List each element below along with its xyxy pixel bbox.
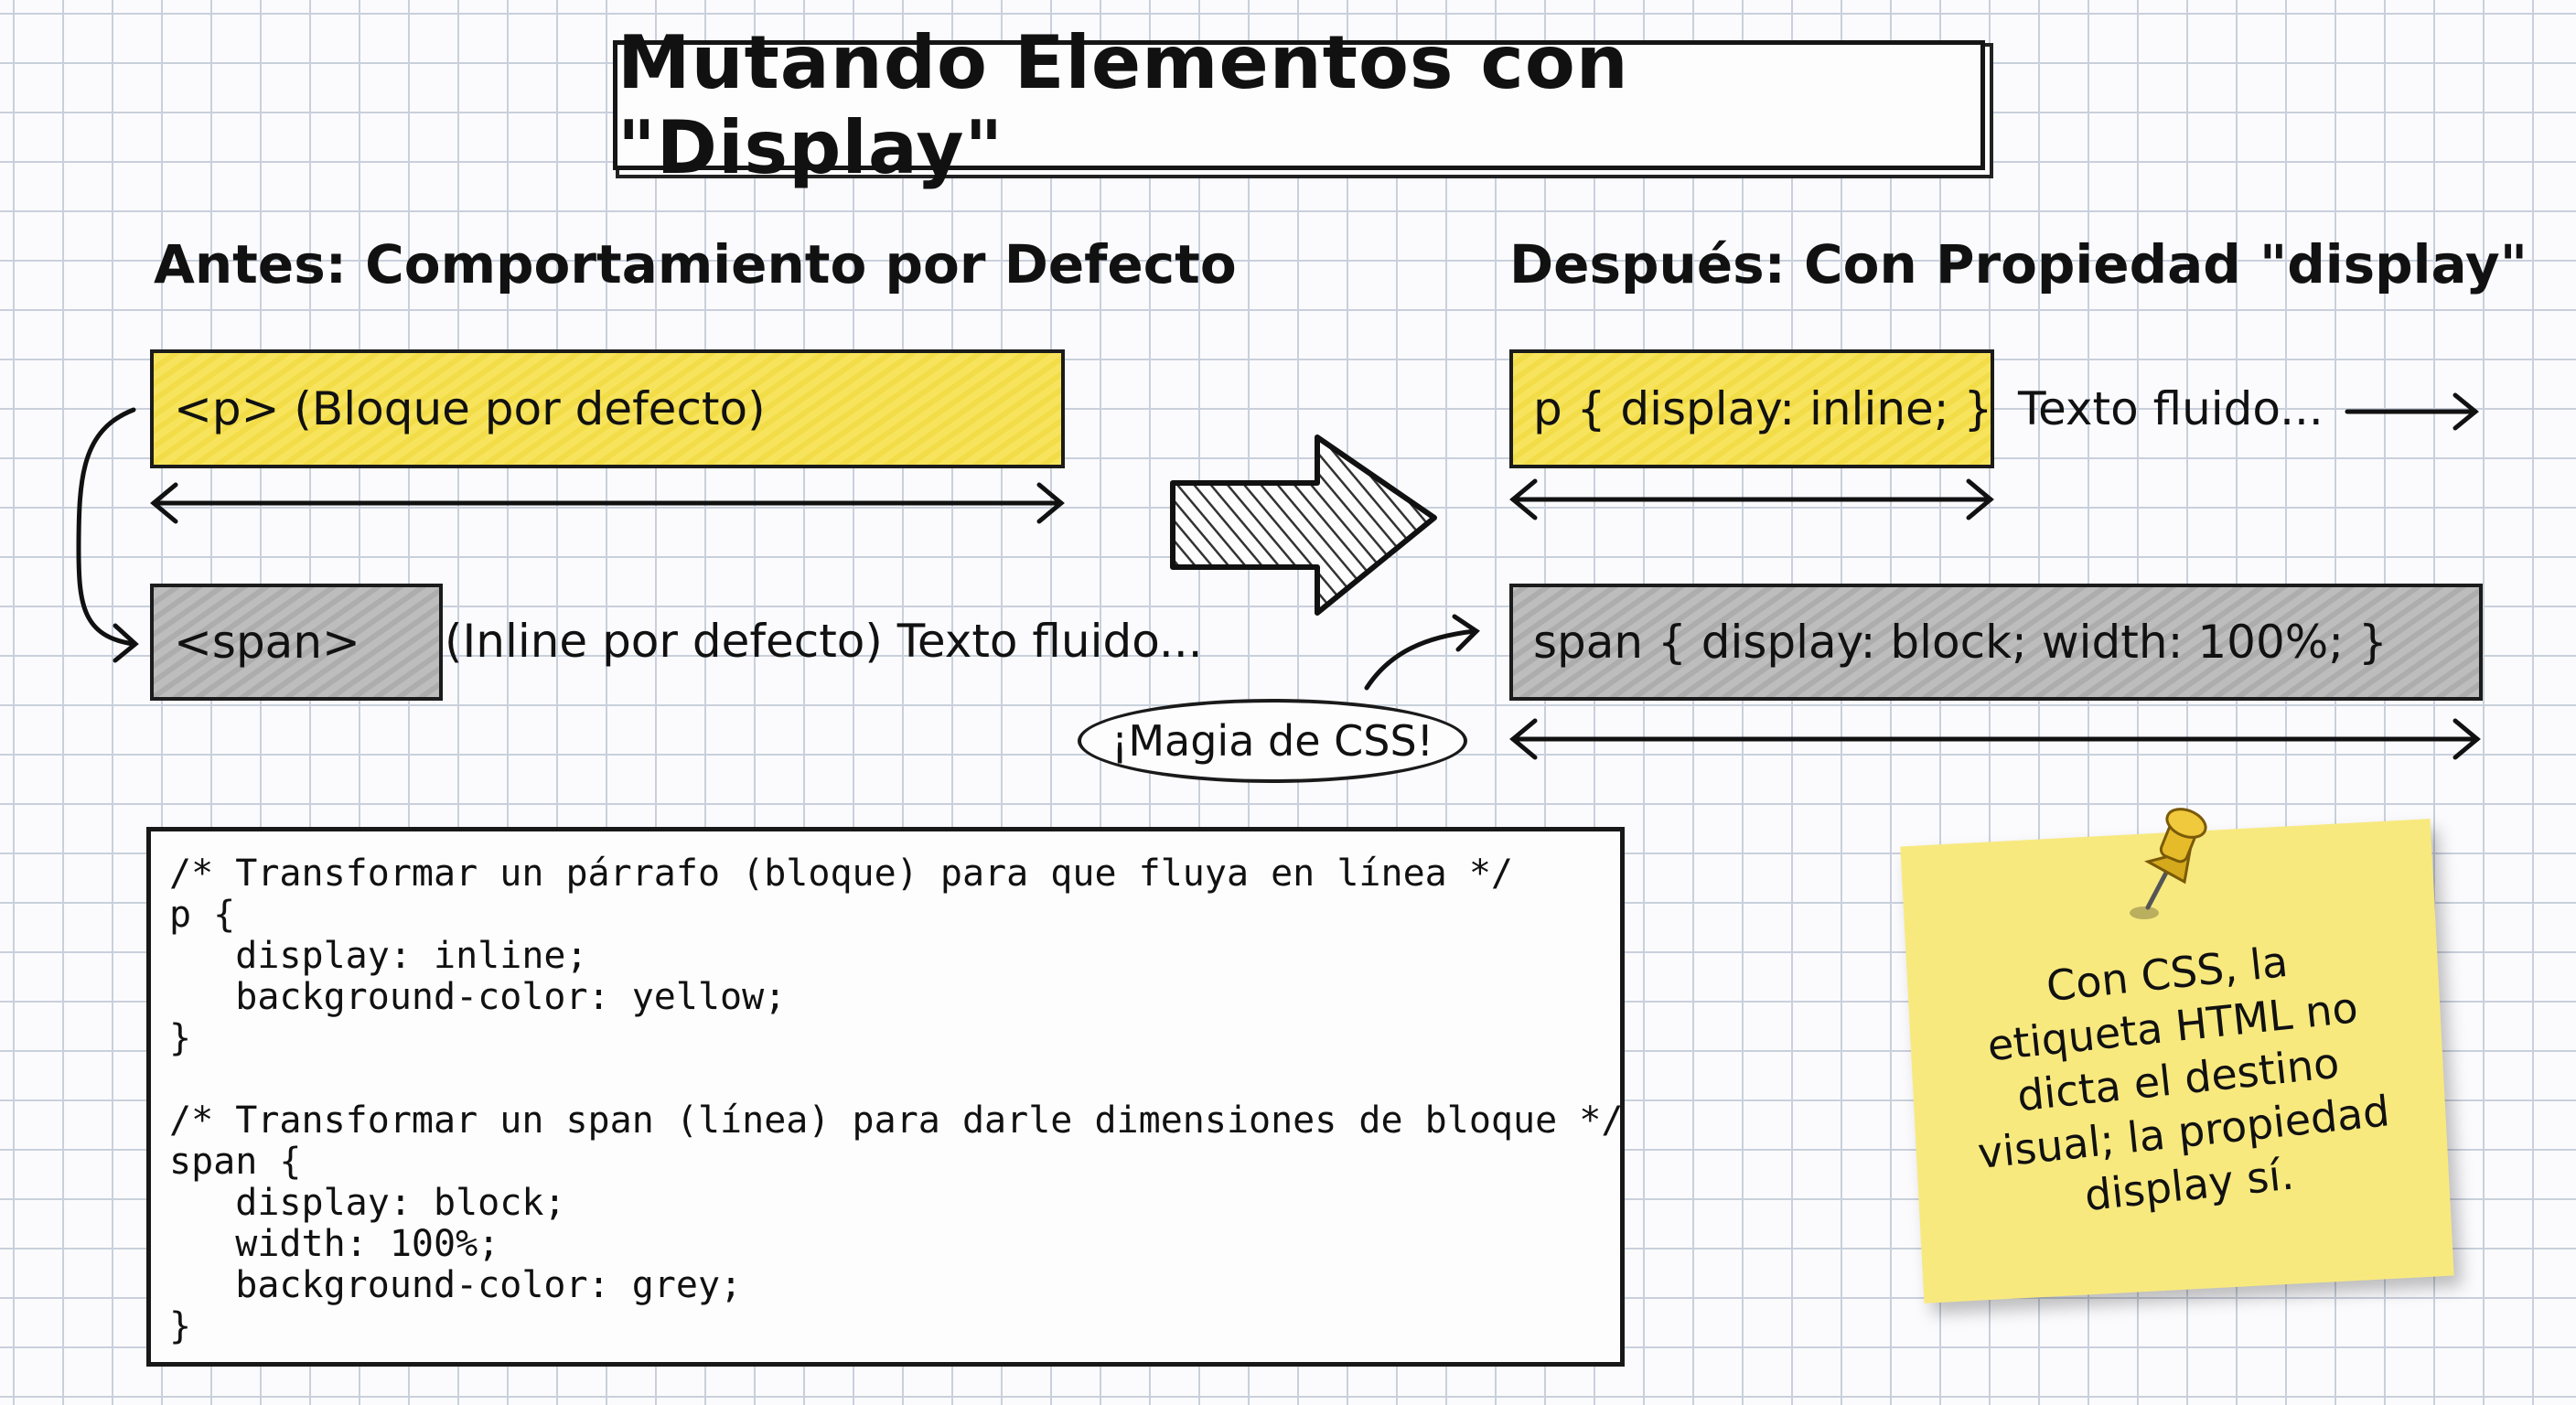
after-p-flow-text: Texto fluido... <box>2018 382 2324 435</box>
code-line: } <box>169 1017 192 1059</box>
before-p-label: <p> (Bloque por defecto) <box>174 382 766 435</box>
before-span-flow-text: (Inline por defecto) Texto fluido... <box>445 615 1203 668</box>
page-title: Mutando Elementos con "Display" <box>617 20 1629 190</box>
sticky-note-text: Con CSS, la etiqueta HTML no dicta el de… <box>1975 936 2392 1221</box>
before-p-block-box: <p> (Bloque por defecto) <box>150 349 1065 468</box>
code-line: display: block; <box>169 1182 566 1224</box>
before-span-label: <span> <box>174 616 360 669</box>
code-line: /* Transformar un span (línea) para darl… <box>169 1099 1624 1142</box>
title-box: Mutando Elementos con "Display" <box>613 20 1985 190</box>
after-span-label: span { display: block; width: 100%; } <box>1533 616 2388 669</box>
code-line: } <box>169 1305 192 1347</box>
code-line: background-color: yellow; <box>169 976 787 1018</box>
after-span-block-box: span { display: block; width: 100%; } <box>1509 584 2483 701</box>
after-p-inline-box: p { display: inline; } <box>1509 349 1994 468</box>
before-heading: Antes: Comportamiento por Defecto <box>154 233 1237 295</box>
after-heading: Después: Con Propiedad "display" <box>1509 233 2528 295</box>
pushpin-icon <box>2130 808 2207 919</box>
after-span-width-arrow <box>1509 718 2481 760</box>
code-line: width: 100%; <box>169 1223 500 1265</box>
before-span-inline-box: <span> <box>150 584 443 701</box>
code-line: p { <box>169 894 236 936</box>
after-flow-arrow <box>2345 392 2479 431</box>
code-box: /* Transformar un párrafo (bloque) para … <box>146 827 1625 1367</box>
code-line: /* Transformar un párrafo (bloque) para … <box>169 853 1514 895</box>
code-line: background-color: grey; <box>169 1264 743 1306</box>
before-flow-curve-arrow <box>76 407 139 663</box>
magic-label-oval: ¡Magia de CSS! <box>1078 699 1467 783</box>
before-p-width-arrow <box>150 482 1065 524</box>
after-p-label: p { display: inline; } <box>1533 382 1993 435</box>
code-line <box>169 1059 1602 1100</box>
big-transform-arrow <box>1170 434 1437 616</box>
magic-curve-arrow <box>1364 614 1480 691</box>
code-line: span { <box>169 1141 302 1183</box>
after-p-width-arrow <box>1509 478 1994 520</box>
magic-label: ¡Magia de CSS! <box>1111 716 1434 766</box>
code-line: display: inline; <box>169 935 588 977</box>
